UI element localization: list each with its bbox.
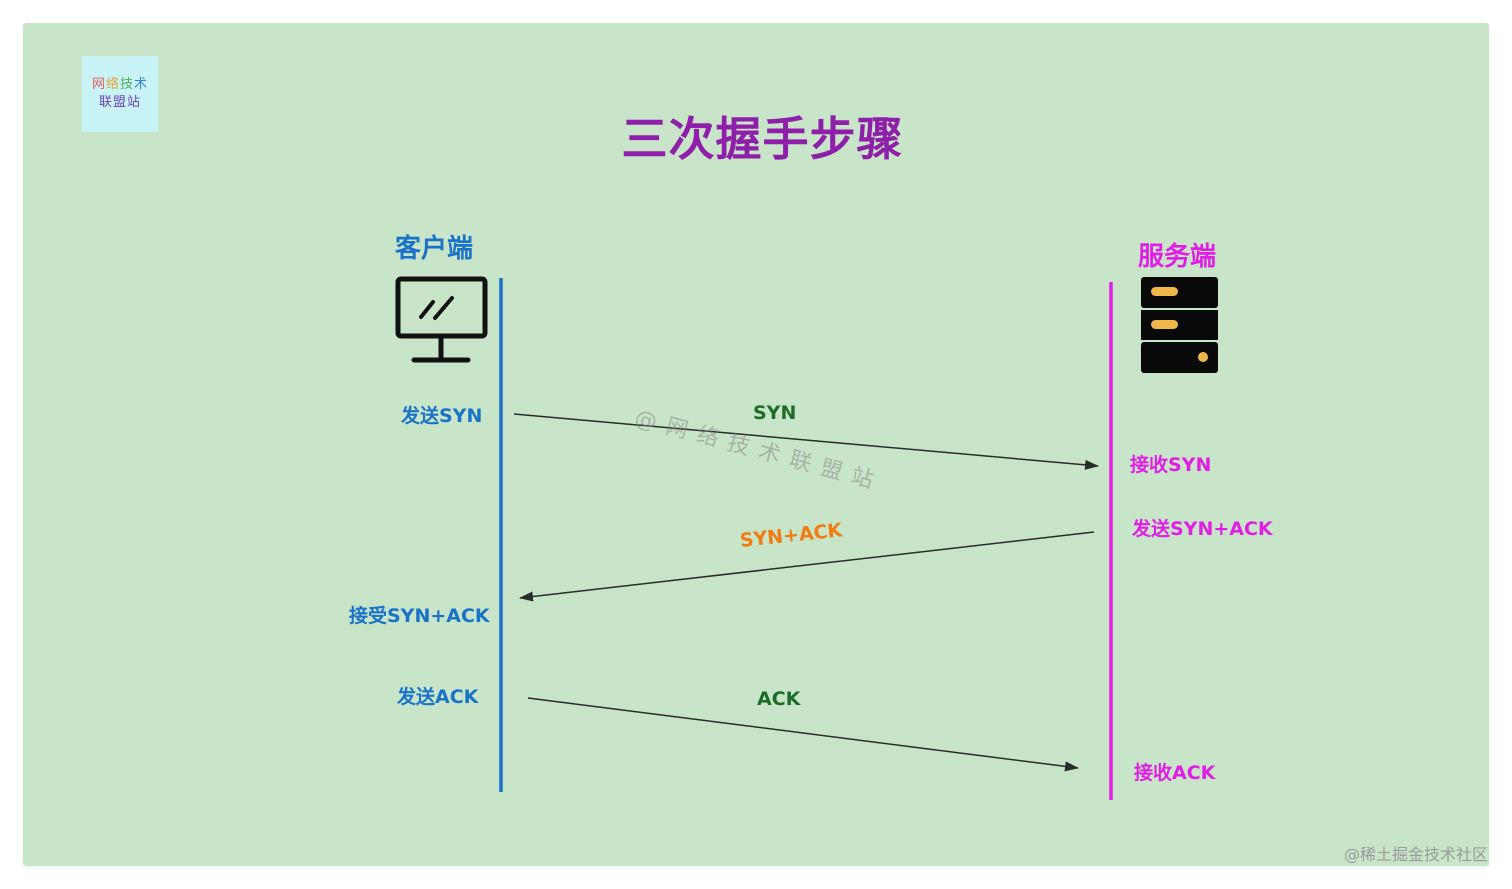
client-recv-synack-label: 接受SYN+ACK: [349, 605, 490, 627]
server-recv-syn-label: 接收SYN: [1130, 454, 1212, 476]
site-logo: 网络技术 联盟站: [82, 56, 158, 132]
diagram-canvas: [23, 23, 1489, 866]
client-send-syn-label: 发送SYN: [401, 405, 483, 427]
syn-arrow: [513, 413, 1099, 470]
footer-credit: @稀土掘金技术社区: [1343, 845, 1488, 864]
server-send-synack-label: 发送SYN+ACK: [1132, 518, 1273, 540]
synack-arrow: [519, 531, 1095, 602]
monitor-icon: [395, 276, 488, 363]
server-icon: [1141, 277, 1218, 373]
ack-arrow: [527, 697, 1079, 772]
page-title: 三次握手步骤: [621, 112, 904, 166]
ack-arrow-label: ACK: [757, 688, 801, 710]
client-header: 客户端: [395, 234, 474, 264]
client-send-ack-label: 发送ACK: [397, 686, 479, 708]
syn-arrow-label: SYN: [753, 402, 797, 424]
logo-line-2: 联盟站: [98, 95, 141, 110]
server-recv-ack-label: 接收ACK: [1134, 762, 1216, 784]
server-header: 服务端: [1138, 242, 1217, 272]
logo-line-1: 网络技术: [91, 77, 149, 92]
